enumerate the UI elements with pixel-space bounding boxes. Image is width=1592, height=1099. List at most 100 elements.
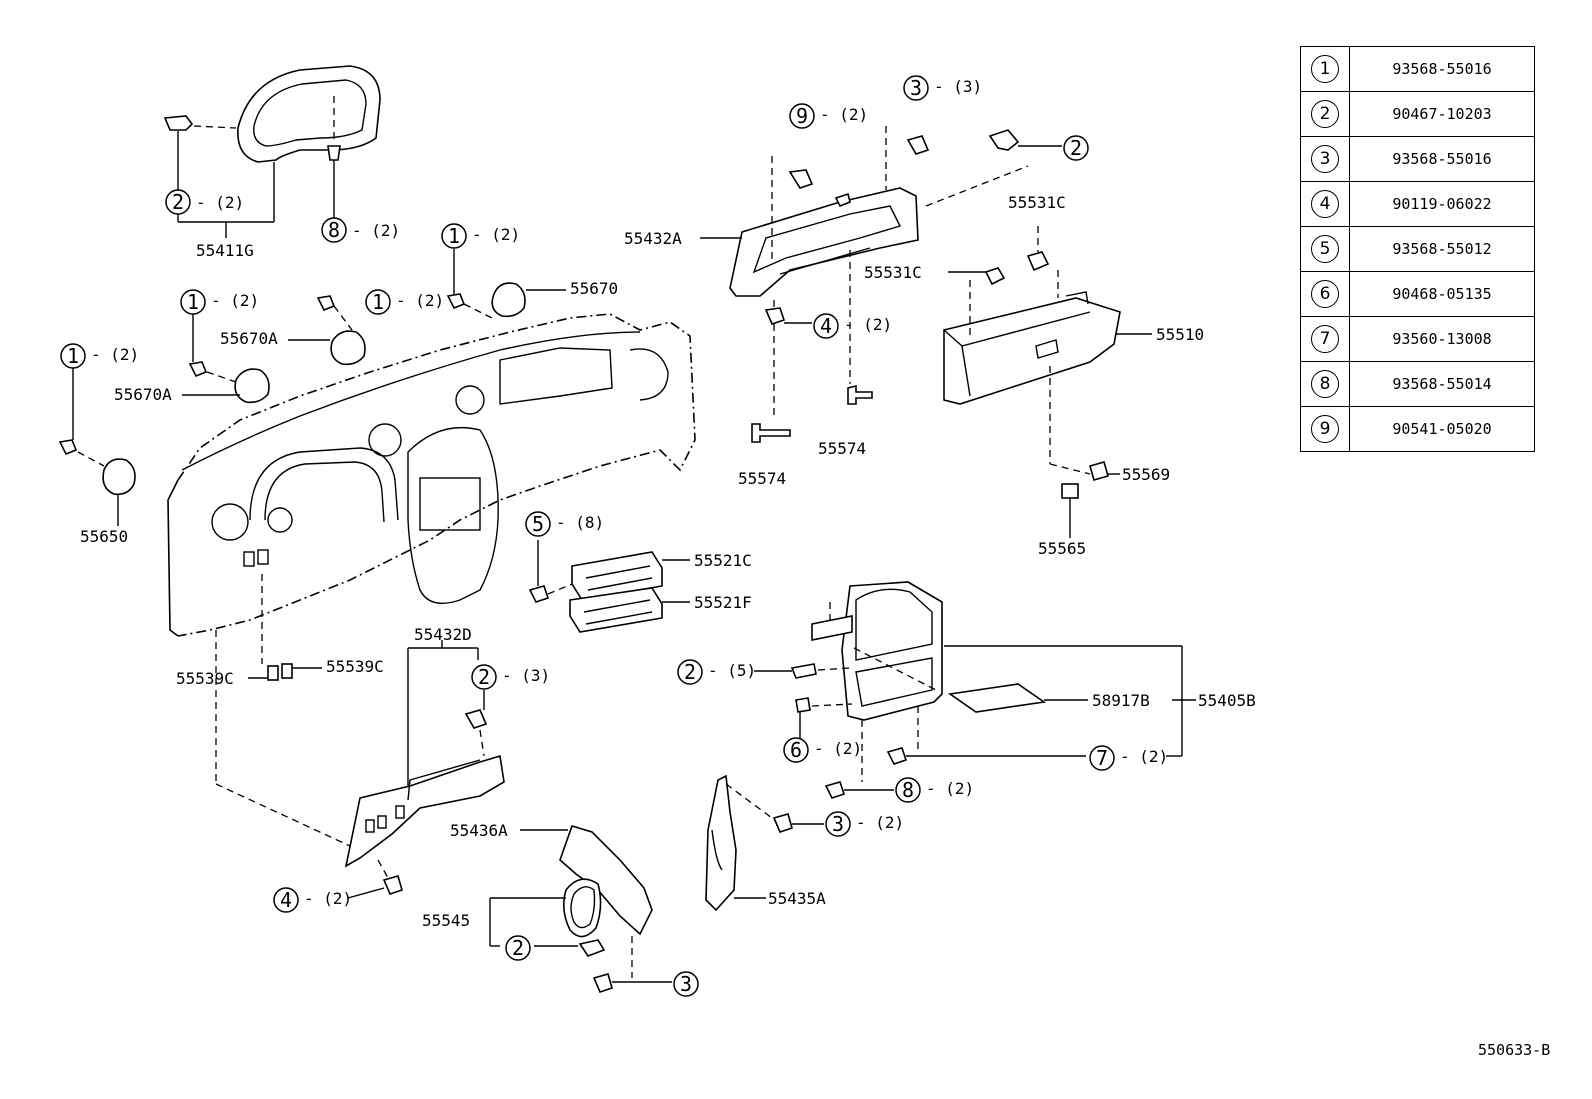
part-label: 55574: [738, 469, 786, 488]
callout: 1 - (2): [441, 223, 520, 249]
callout-key: 2: [512, 936, 524, 960]
callout-circle: [365, 289, 391, 315]
callout: 6 - (2): [783, 737, 862, 763]
callout-circle: [471, 664, 497, 690]
legend-part-number: 90467-10203: [1349, 91, 1535, 137]
legend-row: 8 93568-55014: [1300, 361, 1535, 407]
callout: 2 - (3): [471, 664, 550, 690]
part-label: 55670A: [114, 385, 172, 404]
callout-key: 3: [680, 972, 692, 996]
callout: 7- (2): [1089, 745, 1168, 771]
legend-key: 3: [1311, 145, 1339, 173]
callout-circle: [813, 313, 839, 339]
legend-key: 9: [1311, 415, 1339, 443]
center-cluster-55405B-drawing: [754, 581, 1196, 799]
callout-qty: - (2): [196, 193, 244, 212]
legend-key: 1: [1311, 55, 1339, 83]
legend-row: 6 90468-05135: [1300, 271, 1535, 317]
glove-box-55510-drawing: [943, 226, 1152, 538]
callout-key: 5: [532, 512, 544, 536]
callout-qty: - (2): [844, 315, 892, 334]
legend-row: 3 93568-55016: [1300, 136, 1535, 182]
callout-circle: [60, 343, 86, 369]
callout-circle: [783, 737, 809, 763]
legend-part-number: 90468-05135: [1349, 271, 1535, 317]
callout: 3: [673, 971, 699, 997]
part-label: 55569: [1122, 465, 1170, 484]
callout-key: 2: [1070, 136, 1082, 160]
callout-key: 8: [902, 778, 914, 802]
callout-key: 4: [820, 314, 832, 338]
part-label: 55435A: [768, 889, 826, 908]
part-label: 55565: [1038, 539, 1086, 558]
switch-bases-drawing: [58, 249, 566, 526]
legend-key: 2: [1311, 100, 1339, 128]
legend-key: 6: [1311, 280, 1339, 308]
callout-circle: [165, 189, 191, 215]
callout-key: 9: [796, 104, 808, 128]
legend-key: 8: [1311, 370, 1339, 398]
part-label: 55531C: [1008, 193, 1066, 212]
callout-key: 1: [187, 290, 199, 314]
callout-circle: [273, 887, 299, 913]
part-label: 55670: [570, 279, 618, 298]
callout: 1 - (2): [180, 289, 259, 315]
part-label: 55432A: [624, 229, 682, 248]
callout-key: 3: [832, 812, 844, 836]
part-label: 55539C: [176, 669, 234, 688]
callout-qty: - (2): [472, 225, 520, 244]
callout-qty: - (5): [708, 661, 756, 680]
callout-key: 8: [328, 218, 340, 242]
callout-qty: - (3): [502, 666, 550, 685]
callout-key: 1: [448, 224, 460, 248]
callout-qty: - (2): [856, 813, 904, 832]
callout: 2 - (5): [677, 659, 756, 685]
legend-part-number: 93568-55012: [1349, 226, 1535, 272]
legend-part-number: 93560-13008: [1349, 316, 1535, 362]
callout-circle: [673, 971, 699, 997]
callout-key: 6: [790, 738, 802, 762]
callout-qty: - (2): [304, 889, 352, 908]
callout-circle: [903, 75, 929, 101]
parts-legend-table: 1 93568-55016 2 90467-10203 3 93568-55016 4…: [1300, 46, 1535, 452]
callout-qty: - (2): [814, 739, 862, 758]
part-label: 58917B: [1092, 691, 1150, 710]
callout-key: 2: [684, 660, 696, 684]
part-label: 55650: [80, 527, 128, 546]
callout: 3 - (2): [825, 811, 904, 837]
callout: 5- (8): [525, 511, 604, 537]
part-label: 55531C: [864, 263, 922, 282]
part-label: 55670A: [220, 329, 278, 348]
part-label: 55521F: [694, 593, 752, 612]
legend-part-number: 90119-06022: [1349, 181, 1535, 227]
part-label: 55539C: [326, 657, 384, 676]
legend-part-number: 93568-55014: [1349, 361, 1535, 407]
callout-circle: [525, 511, 551, 537]
callout: 4 - (2): [813, 313, 892, 339]
callout-circle: [1089, 745, 1115, 771]
legend-key: 4: [1311, 190, 1339, 218]
callout: 2: [505, 935, 531, 961]
callout-circle: [677, 659, 703, 685]
callout: 2 - (2): [165, 189, 244, 215]
callout-circle: [321, 217, 347, 243]
panel-55432A-drawing: [700, 126, 1062, 443]
legend-part-number: 93568-55016: [1349, 136, 1535, 182]
callout-circle: [1063, 135, 1089, 161]
callout: 2: [1063, 135, 1089, 161]
callout: 4- (2): [273, 887, 352, 913]
callout-key: 2: [172, 190, 184, 214]
part-label: 55545: [422, 911, 470, 930]
callout-qty: - (2): [926, 779, 974, 798]
callout-qty: - (3): [934, 77, 982, 96]
instrument-panel-drawing: [167, 313, 696, 637]
callout-qty: - (2): [211, 291, 259, 310]
cluster-hood-55411G-drawing: [163, 65, 381, 238]
callout-key: 2: [478, 665, 490, 689]
callout: 1- (2): [365, 289, 444, 315]
callout-key: 7: [1096, 746, 1108, 770]
